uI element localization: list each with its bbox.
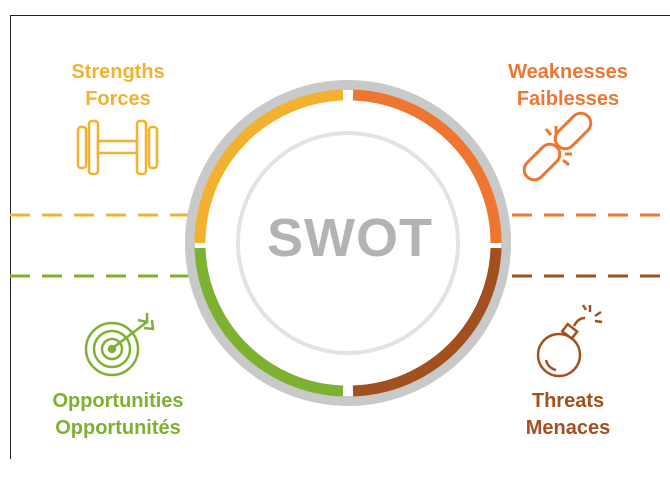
frame-left-border	[10, 15, 11, 459]
strengths-label: Strengths Forces	[0, 59, 238, 113]
weaknesses-title-en: Weaknesses	[508, 61, 628, 83]
bomb-icon	[536, 304, 603, 378]
weaknesses-title-fr: Faiblesses	[516, 88, 620, 110]
opportunities-label: Opportunities Opportunités	[0, 388, 238, 442]
threats-arc	[352, 247, 502, 397]
weaknesses-label: Weaknesses Faiblesses	[448, 59, 670, 113]
swot-center-title: SWOT	[267, 208, 433, 268]
opportunities-arc	[194, 247, 344, 397]
threats-title-fr: Menaces	[525, 417, 611, 439]
outer-gray-ring	[185, 80, 511, 406]
target-arrow-icon	[84, 313, 155, 377]
opportunities-title-en: Opportunities	[52, 390, 184, 412]
inner-light-ring	[236, 131, 460, 355]
opportunities-title-fr: Opportunités	[55, 417, 181, 439]
weaknesses-arc	[352, 89, 502, 244]
broken-chain-icon	[522, 111, 593, 182]
threats-label: Threats Menaces	[448, 388, 670, 442]
strengths-arc	[194, 89, 344, 244]
threats-title-en: Threats	[531, 390, 605, 412]
strengths-title-fr: Forces	[85, 88, 151, 110]
dumbbell-icon	[76, 119, 159, 176]
frame-top-border	[10, 15, 670, 16]
strengths-title-en: Strengths	[71, 61, 165, 83]
